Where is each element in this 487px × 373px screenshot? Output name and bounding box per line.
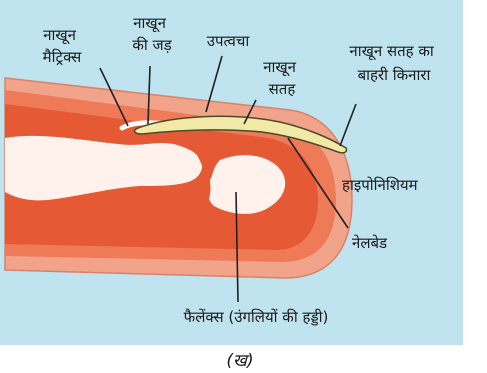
label-cuticle: उपत्वचा bbox=[207, 32, 251, 50]
label-hyponychium: हाइपोनिशियम bbox=[342, 176, 419, 194]
label-nail-matrix-line2: मैट्रिक्स bbox=[43, 48, 83, 66]
label-nail-matrix-line1: नाखून bbox=[43, 26, 76, 45]
label-nail-root-line2: की जड़ bbox=[132, 36, 172, 54]
label-nail-root-line1: नाखून bbox=[133, 14, 166, 33]
label-free-edge-line2: बाहरी किनारा bbox=[358, 66, 432, 84]
label-nail-surface-line2: सतह bbox=[269, 80, 297, 98]
label-free-edge-line1: नाखून सतह का bbox=[349, 42, 435, 61]
label-nail-bed: नेलबेड bbox=[352, 234, 388, 252]
label-phalanges: फैलेंक्स (उंगलियों की हड्डी) bbox=[184, 308, 329, 326]
figure-caption: (ख) bbox=[226, 351, 253, 371]
label-nail-surface-line1: नाखून bbox=[263, 58, 296, 77]
